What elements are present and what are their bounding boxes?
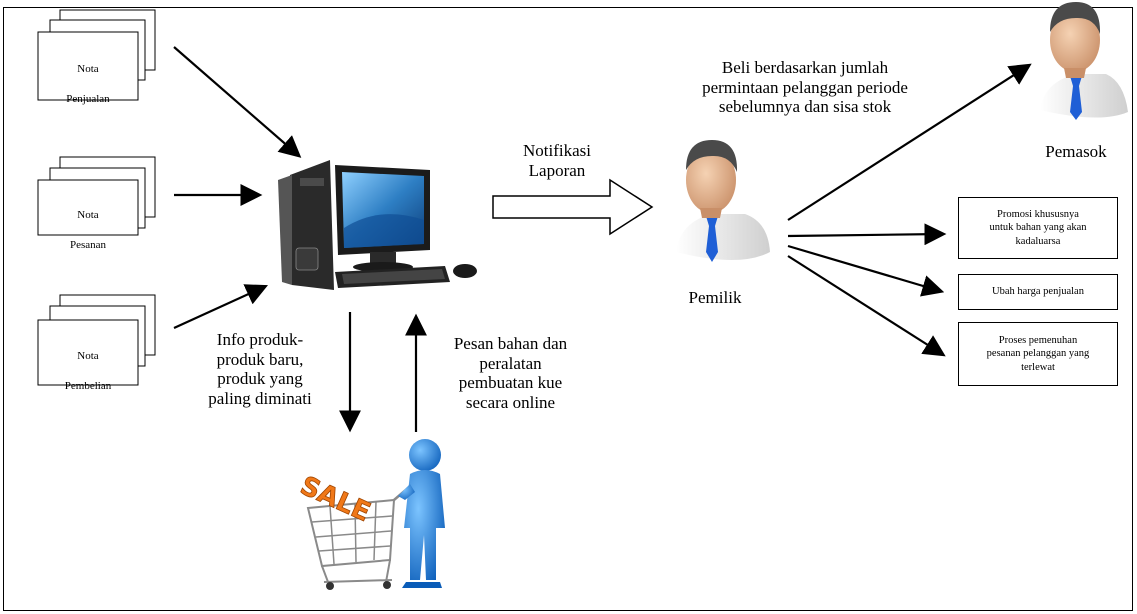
document-label-pesanan: Nota Pesanan	[38, 193, 138, 252]
document-label-pembelian: Nota Pembelian	[38, 334, 138, 393]
owner-person-icon	[676, 140, 770, 262]
document-label-line1: Nota	[77, 62, 99, 75]
notification-block-arrow	[492, 178, 654, 236]
arrow-pembelian-to-computer	[173, 284, 269, 330]
arrow-owner-to-price	[787, 244, 945, 297]
arrow-owner-to-supplier	[787, 63, 1032, 221]
computer-icon	[278, 160, 477, 290]
document-label-line2: Pesanan	[69, 238, 107, 251]
info-products-label: Info produk- produk baru, produk yang pa…	[208, 330, 312, 408]
action-box-order-fulfillment: Proses pemenuhan pesanan pelanggan yang …	[958, 322, 1118, 386]
document-label-line2: Penjualan	[66, 92, 110, 105]
document-label-line1: Nota	[77, 349, 99, 362]
owner-label: Pemilik	[688, 288, 742, 307]
document-stack-pembelian	[37, 294, 156, 386]
document-stack-pesanan	[37, 156, 156, 236]
online-shopper-icon: SALE	[295, 439, 445, 590]
document-label-penjualan: Nota Penjualan	[38, 47, 138, 106]
action-box-price-change: Ubah harga penjualan	[958, 274, 1118, 310]
document-label-line1: Nota	[77, 208, 99, 221]
supplier-person-icon	[1040, 2, 1128, 120]
document-stack-penjualan	[37, 9, 156, 101]
arrow-owner-to-orders	[787, 255, 946, 357]
action-box-promotion: Promosi khususnya untuk bahan yang akan …	[958, 197, 1118, 259]
supplier-label: Pemasok	[1045, 142, 1107, 161]
arrow-owner-to-promotion	[787, 223, 947, 246]
diagram-frame	[3, 7, 1133, 611]
order-online-label: Pesan bahan dan peralatan pembuatan kue …	[453, 334, 568, 412]
document-label-line2: Pembelian	[64, 379, 112, 392]
arrow-penjualan-to-computer	[173, 46, 302, 158]
buy-basis-label: Beli berdasarkan jumlah permintaan pelan…	[702, 58, 908, 117]
notification-label: Notifikasi Laporan	[523, 141, 591, 180]
